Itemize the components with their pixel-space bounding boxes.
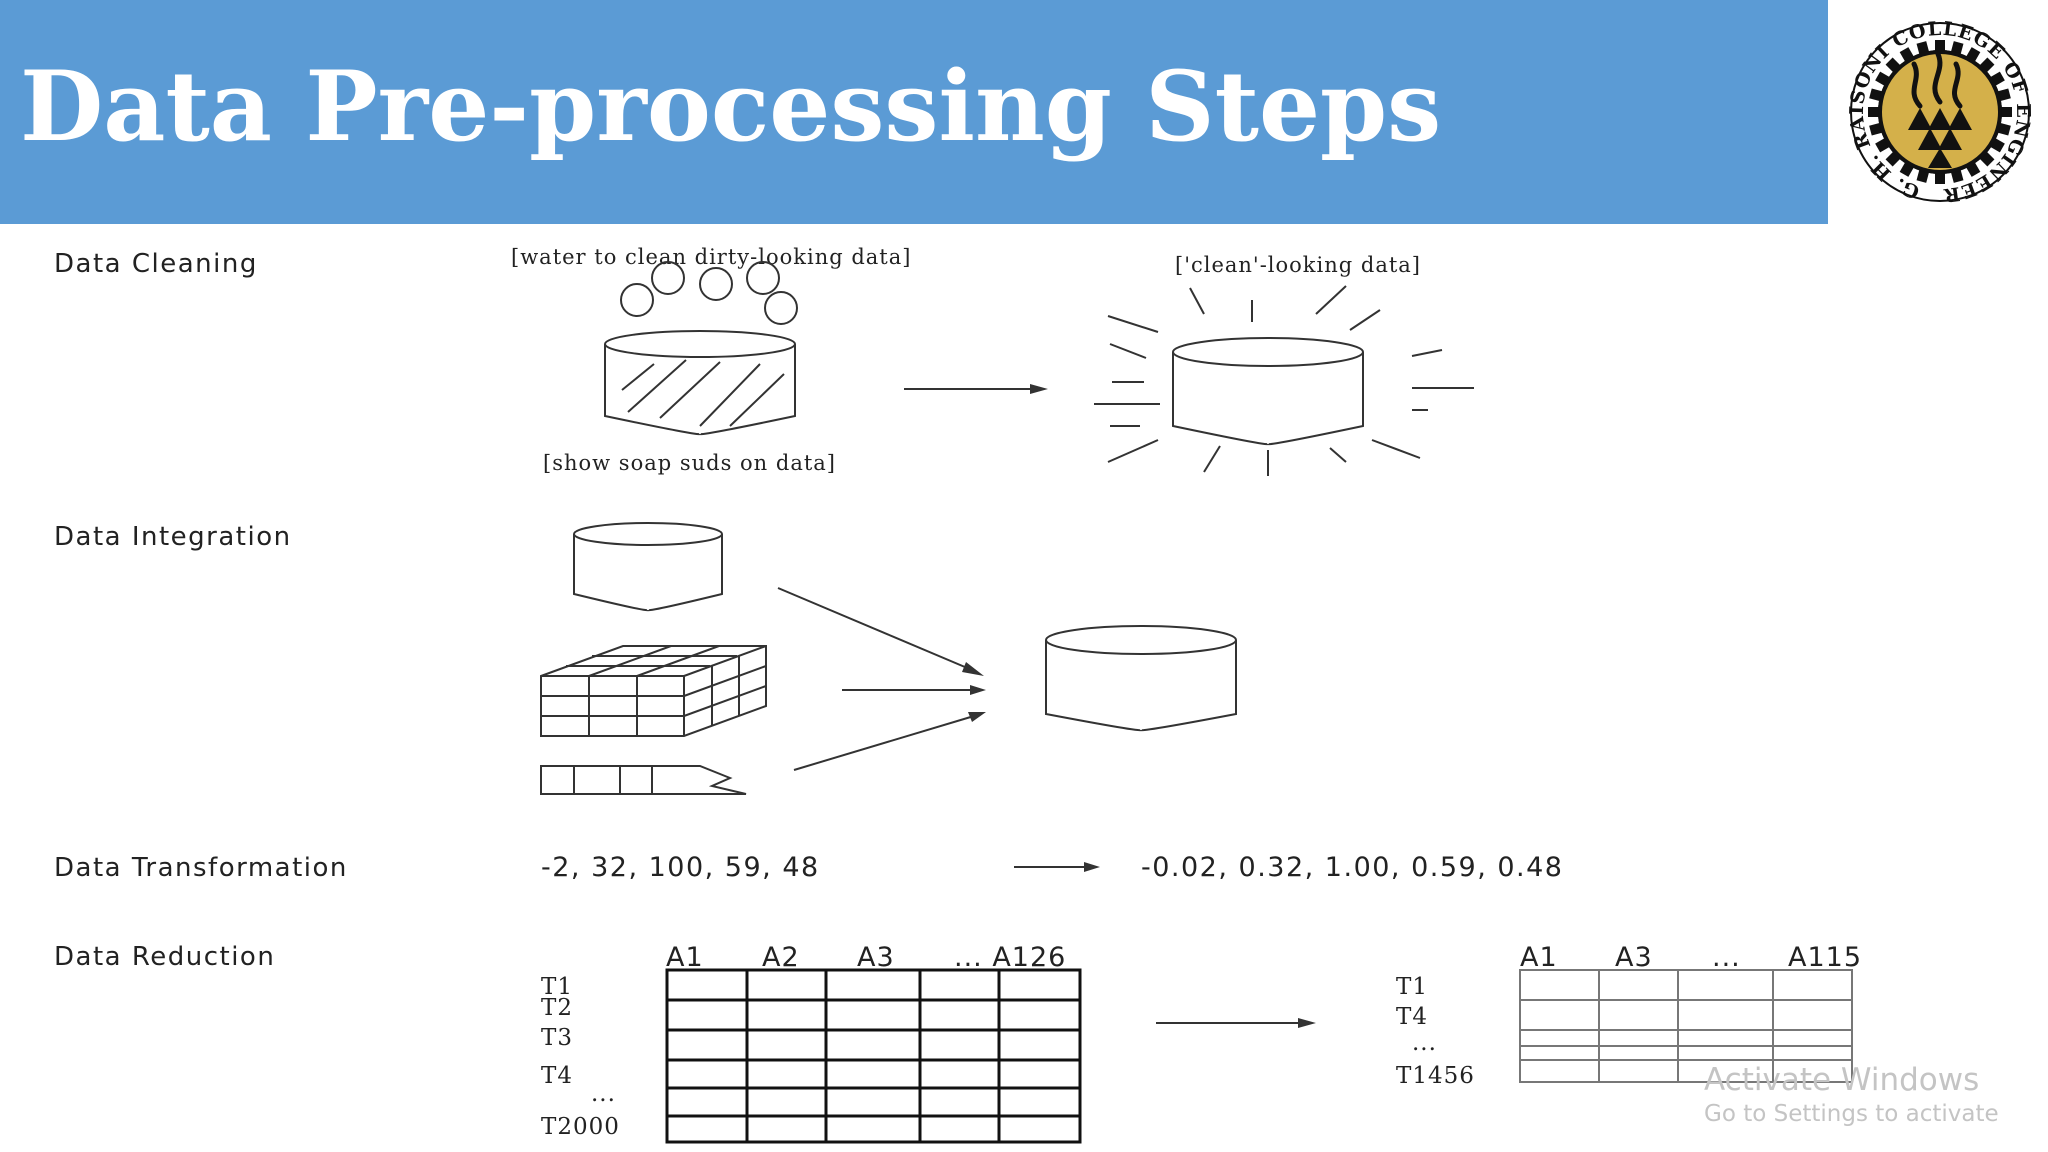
- row-label-t3: T3: [541, 1025, 573, 1051]
- caption-clean-data: ['clean'-looking data]: [1175, 253, 1421, 277]
- clean-data-cylinder: [1172, 337, 1364, 446]
- reduced-row-label-t1456: T1456: [1396, 1063, 1475, 1089]
- cleaning-arrow: [904, 384, 1048, 394]
- title-bar: Data Pre-processing Steps: [0, 0, 1828, 224]
- row-label-t4: T4: [541, 1063, 573, 1089]
- transformation-arrow: [1014, 862, 1100, 872]
- row-label-t2: T2: [541, 995, 573, 1021]
- reduced-col-header-a3: A3: [1615, 942, 1653, 973]
- logo-flame-icon: [1911, 51, 1963, 109]
- row-label-t1: T1: [541, 974, 573, 1000]
- integration-arrows: [777, 587, 986, 771]
- logo-gear-tooth: [1935, 40, 1945, 54]
- dirty-data-cylinder: [604, 330, 796, 436]
- col-header-a126: ... A126: [954, 942, 1066, 973]
- reduced-col-header-a115: A115: [1788, 942, 1862, 973]
- reduced-col-header-ellipsis: ...: [1712, 942, 1741, 973]
- col-header-a3: A3: [857, 942, 895, 973]
- slide-title: Data Pre-processing Steps: [20, 50, 1442, 163]
- reduced-row-label-t4: T4: [1396, 1004, 1428, 1030]
- activate-windows-subtext: Go to Settings to activate: [1704, 1101, 1999, 1127]
- col-header-a2: A2: [762, 942, 800, 973]
- soap-bubbles: [620, 261, 798, 325]
- col-header-a1: A1: [666, 942, 704, 973]
- label-data-reduction: Data Reduction: [54, 942, 275, 972]
- activate-windows-heading: Activate Windows: [1704, 1062, 1979, 1098]
- transformation-output-values: -0.02, 0.32, 1.00, 0.59, 0.48: [1141, 852, 1564, 883]
- label-data-cleaning: Data Cleaning: [54, 249, 258, 279]
- reduced-row-label-t1: T1: [1396, 974, 1428, 1000]
- original-data-table: [665, 968, 1082, 1144]
- logo-triangles-icon: [1908, 108, 1972, 168]
- preprocessing-diagram: Data Cleaning Data Integration Data Tran…: [54, 245, 1999, 1144]
- label-data-integration: Data Integration: [54, 522, 292, 552]
- shine-rays: [1094, 285, 1474, 476]
- integrated-database-cylinder: [1045, 625, 1237, 732]
- logo-gear-tooth: [1935, 170, 1945, 184]
- reduction-arrow: [1156, 1018, 1316, 1028]
- row-label-t2000: T2000: [541, 1114, 620, 1140]
- transformation-input-values: -2, 32, 100, 59, 48: [541, 852, 820, 883]
- logo-panel: G. H. RAISONI COLLEGE OF ENGINEERING: [1828, 0, 2048, 224]
- reduced-col-header-a1: A1: [1520, 942, 1558, 973]
- label-data-transformation: Data Transformation: [54, 853, 348, 883]
- source-data-cube: [540, 645, 767, 737]
- source-flat-file: [540, 765, 747, 795]
- row-label-ellipsis: ...: [591, 1081, 616, 1107]
- caption-water: [water to clean dirty-looking data]: [511, 245, 911, 269]
- logo-outer-ring: [1850, 22, 2030, 202]
- reduced-data-table: [1519, 969, 1853, 1083]
- caption-soap-suds: [show soap suds on data]: [543, 451, 836, 475]
- reduced-row-label-ellipsis: ...: [1412, 1030, 1437, 1056]
- source-database-cylinder: [573, 522, 723, 612]
- college-logo: G. H. RAISONI COLLEGE OF ENGINEERING: [1834, 2, 2033, 206]
